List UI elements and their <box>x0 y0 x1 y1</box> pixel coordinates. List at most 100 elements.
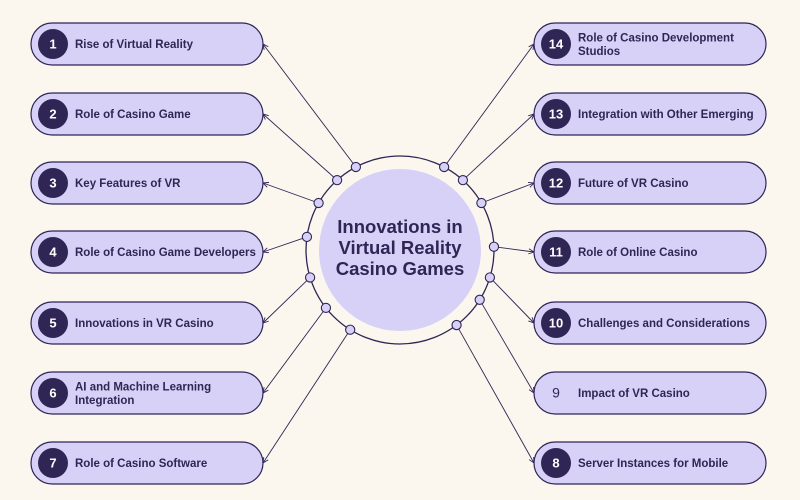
number-badge <box>541 448 571 478</box>
topic-pill <box>30 92 264 136</box>
ring-dot <box>345 324 356 335</box>
topic-label: Role of Casino Game <box>75 109 191 121</box>
number-badge-label: 1 <box>49 37 56 52</box>
topic-pill <box>30 371 264 415</box>
topic-label: Studios <box>578 46 620 58</box>
connector-line <box>462 113 535 181</box>
topic-label: Role of Online Casino <box>578 247 697 259</box>
ring-dot <box>304 272 316 283</box>
number-badge <box>541 378 571 408</box>
number-badge-label: 7 <box>49 456 56 471</box>
topic-pill <box>30 301 264 345</box>
ring-dot <box>438 161 450 173</box>
ring-dot <box>457 174 469 186</box>
topic-label: Server Instances for Mobile <box>578 458 728 470</box>
topic-item-12: 12 Future of VR Casino <box>533 161 767 205</box>
number-badge-label: 6 <box>49 386 56 401</box>
number-badge <box>38 378 68 408</box>
topic-item-5: 5 Innovations in VR Casino <box>30 301 264 345</box>
topic-label: Key Features of VR <box>75 178 181 190</box>
ring-dot <box>474 294 485 305</box>
ring-dot <box>331 174 343 186</box>
number-badge-label: 3 <box>49 176 56 191</box>
number-badge <box>38 308 68 338</box>
number-badge <box>541 308 571 338</box>
topic-pill <box>533 161 767 205</box>
topic-pill <box>533 92 767 136</box>
topic-label: Integration with Other Emerging <box>578 109 754 121</box>
topic-pill <box>533 301 767 345</box>
number-badge <box>541 168 571 198</box>
number-badge <box>541 237 571 267</box>
number-badge-label: 4 <box>49 245 57 260</box>
topic-pill <box>30 22 264 66</box>
ring-dot <box>488 241 500 252</box>
topic-label: AI and Machine Learning <box>75 381 211 393</box>
topic-item-4: 4 Role of Casino Game Developers <box>30 230 264 274</box>
ring-dot <box>451 319 462 331</box>
number-badge-label: 9 <box>552 385 560 401</box>
topic-item-11: 11 Role of Online Casino <box>533 230 767 274</box>
topic-item-1: 1 Rise of Virtual Reality <box>30 22 264 66</box>
connector-line <box>262 277 311 324</box>
ring-dot <box>484 272 496 283</box>
topic-item-13: 13 Integration with Other Emerging <box>533 92 767 136</box>
topic-pill <box>30 230 264 274</box>
number-badge <box>541 99 571 129</box>
topic-label: Integration <box>75 395 134 407</box>
topic-label: Role of Casino Development <box>578 32 734 44</box>
number-badge <box>541 29 571 59</box>
topic-pill <box>30 441 264 485</box>
number-badge-label: 11 <box>549 245 563 260</box>
hub-disc <box>319 169 481 331</box>
topic-pill <box>30 161 264 205</box>
topic-label: Innovations in VR Casino <box>75 318 214 330</box>
number-badge-label: 13 <box>549 107 563 122</box>
number-badge-label: 12 <box>549 176 563 191</box>
connector-line <box>262 236 308 253</box>
topic-pill <box>533 22 767 66</box>
topic-item-8: 8 Server Instances for Mobile <box>533 441 767 485</box>
topic-label: Future of VR Casino <box>578 178 689 190</box>
number-badge-label: 5 <box>49 316 56 331</box>
topic-item-3: 3 Key Features of VR <box>30 161 264 205</box>
connector-lines <box>262 43 536 464</box>
topic-label: Rise of Virtual Reality <box>75 39 194 51</box>
number-badge <box>38 168 68 198</box>
topic-pill <box>533 230 767 274</box>
ring-dot <box>476 197 487 209</box>
connector-line <box>262 329 351 464</box>
topic-label: Challenges and Considerations <box>578 318 750 330</box>
ring-dot <box>320 302 332 314</box>
connector-line <box>262 113 338 181</box>
topic-pill <box>533 371 767 415</box>
connector-line <box>481 182 535 204</box>
topic-label: Role of Casino Software <box>75 458 207 470</box>
number-badge-label: 2 <box>49 107 56 122</box>
topic-item-9: 9 Impact of VR Casino <box>533 371 767 415</box>
connector-line <box>443 43 535 168</box>
ring-dot <box>350 161 362 173</box>
ring-dots <box>301 161 500 335</box>
topic-label: Role of Casino Game Developers <box>75 247 256 259</box>
ring-dot <box>313 197 324 209</box>
connector-arrowhead <box>262 456 269 464</box>
connector-line <box>262 307 327 394</box>
topic-pill <box>533 441 767 485</box>
connector-line <box>456 324 535 464</box>
connector-line <box>262 182 319 204</box>
connector-line <box>489 277 535 324</box>
number-badge-label: 8 <box>552 456 559 471</box>
central-hub: Innovations in Virtual Reality Casino Ga… <box>305 155 495 345</box>
number-badge-label: 10 <box>549 316 563 331</box>
number-badge <box>38 237 68 267</box>
topic-label: Impact of VR Casino <box>578 388 690 400</box>
connector-line <box>262 43 357 168</box>
number-badge <box>38 448 68 478</box>
hub-title-line-3: Casino Games <box>336 258 465 279</box>
number-badge <box>38 29 68 59</box>
